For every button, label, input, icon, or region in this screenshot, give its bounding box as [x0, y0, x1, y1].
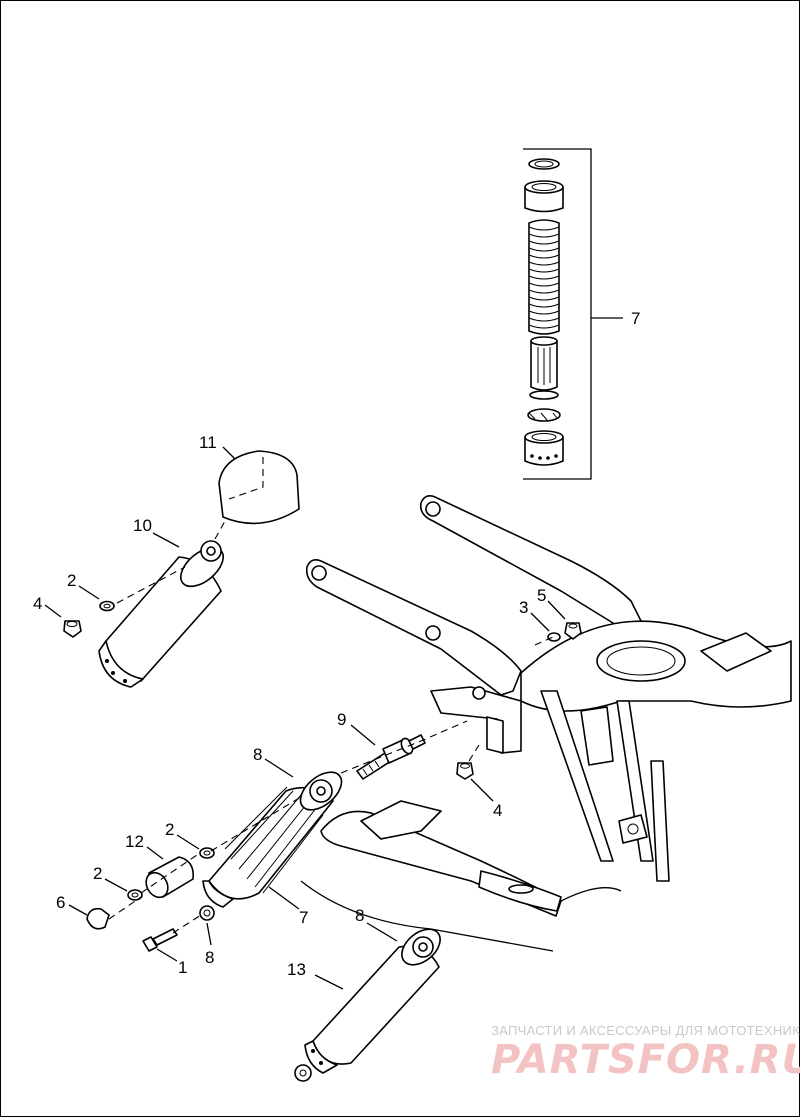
callout-9: 9 [337, 710, 346, 729]
callout-2-lower: 2 [93, 864, 102, 883]
nut-4-left [63, 620, 82, 638]
callout-2-middle: 2 [165, 820, 174, 839]
callout-1: 1 [178, 958, 187, 977]
callout-2-upper: 2 [67, 571, 76, 590]
frame-swingarm [300, 495, 792, 952]
callout-7-kit: 7 [631, 309, 640, 328]
callout-4-left: 4 [33, 594, 42, 613]
callout-6: 6 [56, 893, 65, 912]
callout-leaders [44, 446, 566, 990]
callout-13: 13 [287, 960, 306, 979]
coil-spring [528, 219, 560, 335]
assembly-lines [108, 520, 554, 934]
callout-11: 11 [199, 433, 217, 452]
callout-10: 10 [133, 516, 152, 535]
shock-kit-exploded [524, 158, 564, 466]
rear-shock-13 [294, 928, 441, 1082]
callout-8-lower: 8 [355, 906, 364, 925]
mounting-stud-9 [356, 734, 426, 780]
nut-5 [564, 622, 582, 640]
bushing-12 [145, 856, 195, 899]
shock-kit-bracket [523, 148, 623, 480]
callout-4-right: 4 [493, 801, 502, 820]
callout-8-upper: 8 [253, 745, 262, 764]
callout-8-middle: 8 [205, 948, 214, 967]
watermark: ЗАПЧАСТИ И АКСЕССУАРЫ ДЛЯ МОТОТЕХНИКИ PA… [491, 1023, 800, 1083]
washer-2-upper [99, 600, 115, 612]
rear-shock-spring-assembled [199, 771, 343, 921]
washer-2-lower [127, 889, 143, 901]
callout-12: 12 [125, 832, 144, 851]
callout-labels: 11 10 2 4 7 5 3 9 4 8 2 12 2 6 1 8 7 8 1… [33, 309, 640, 979]
shock-cover [218, 450, 300, 525]
callout-5: 5 [537, 586, 546, 605]
bolt-1 [142, 928, 178, 952]
watermark-brand: PARTSFOR.RU [491, 1037, 800, 1083]
washer-3 [547, 632, 561, 642]
washer-2-middle [199, 847, 215, 859]
watermark-tagline: ЗАПЧАСТИ И АКСЕССУАРЫ ДЛЯ МОТОТЕХНИКИ [491, 1023, 800, 1038]
callout-7-shock: 7 [299, 908, 308, 927]
callout-3: 3 [519, 598, 528, 617]
cap-6 [86, 907, 110, 930]
nut-4-right [456, 762, 474, 780]
rear-shock-left-covered [98, 540, 224, 688]
